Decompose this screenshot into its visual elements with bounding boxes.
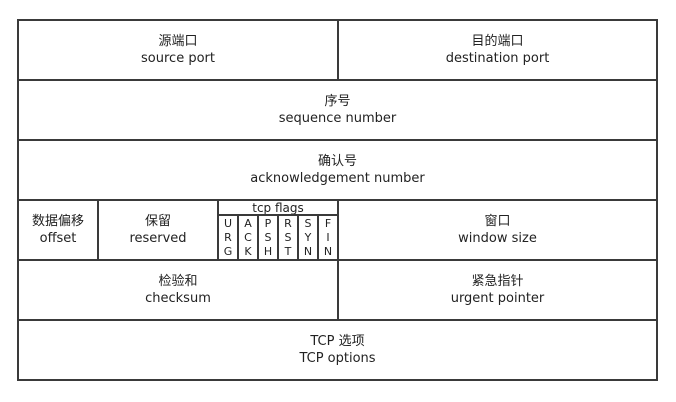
flag-letter: S <box>264 230 272 244</box>
flag-letter: F <box>324 216 332 230</box>
offset-field: 数据偏移 offset <box>17 199 99 261</box>
urgent-pointer-zh: 紧急指针 <box>471 274 524 289</box>
tcp-options-field: TCP 选项 TCP options <box>17 319 658 381</box>
flag-letter: S <box>284 230 292 244</box>
flag-letter: A <box>244 216 252 230</box>
reserved-en: reserved <box>129 231 187 246</box>
tcp-header-diagram: 源端口 source port 目的端口 destination port 序号… <box>17 19 658 381</box>
acknowledgement-number-en: acknowledgement number <box>250 171 425 186</box>
flag-psh: P S H <box>257 214 279 261</box>
flag-ack: A C K <box>237 214 259 261</box>
urgent-pointer-field: 紧急指针 urgent pointer <box>337 259 658 321</box>
checksum-field: 检验和 checksum <box>17 259 339 321</box>
window-size-en: window size <box>458 231 537 246</box>
checksum-en: checksum <box>145 291 211 306</box>
acknowledgement-number-field: 确认号 acknowledgement number <box>17 139 658 201</box>
flag-letter: C <box>244 230 252 244</box>
flag-letter: I <box>326 230 330 244</box>
sequence-number-zh: 序号 <box>324 94 351 109</box>
acknowledgement-number-zh: 确认号 <box>317 154 357 169</box>
reserved-zh: 保留 <box>144 214 171 229</box>
flag-letter: G <box>223 244 233 258</box>
flag-letter: U <box>223 216 233 230</box>
tcp-flags-title-text: tcp flags <box>252 200 304 215</box>
reserved-field: 保留 reserved <box>97 199 219 261</box>
sequence-number-en: sequence number <box>278 111 397 126</box>
flag-letter: N <box>303 244 313 258</box>
flag-letter: N <box>323 244 333 258</box>
window-size-field: 窗口 window size <box>337 199 658 261</box>
flag-letter: H <box>263 244 273 258</box>
flag-urg: U R G <box>217 214 239 261</box>
destination-port-field: 目的端口 destination port <box>337 19 658 81</box>
flag-letter: Y <box>304 230 312 244</box>
source-port-field: 源端口 source port <box>17 19 339 81</box>
urgent-pointer-en: urgent pointer <box>450 291 545 306</box>
destination-port-en: destination port <box>445 51 550 66</box>
destination-port-zh: 目的端口 <box>471 34 524 49</box>
flag-rst: R S T <box>277 214 299 261</box>
offset-en: offset <box>39 231 77 246</box>
flag-letter: R <box>284 216 292 230</box>
flag-letter: T <box>284 244 292 258</box>
tcp-options-zh: TCP 选项 <box>310 334 365 349</box>
source-port-zh: 源端口 <box>158 34 198 49</box>
flag-letter: S <box>304 216 312 230</box>
flag-letter: K <box>244 244 252 258</box>
source-port-en: source port <box>141 51 215 66</box>
tcp-options-en: TCP options <box>299 351 376 366</box>
flag-syn: S Y N <box>297 214 319 261</box>
flag-fin: F I N <box>317 214 339 261</box>
flag-letter: P <box>264 216 272 230</box>
sequence-number-field: 序号 sequence number <box>17 79 658 141</box>
offset-zh: 数据偏移 <box>31 214 84 229</box>
window-size-zh: 窗口 <box>484 214 511 229</box>
flag-letter: R <box>224 230 232 244</box>
checksum-zh: 检验和 <box>158 274 198 289</box>
